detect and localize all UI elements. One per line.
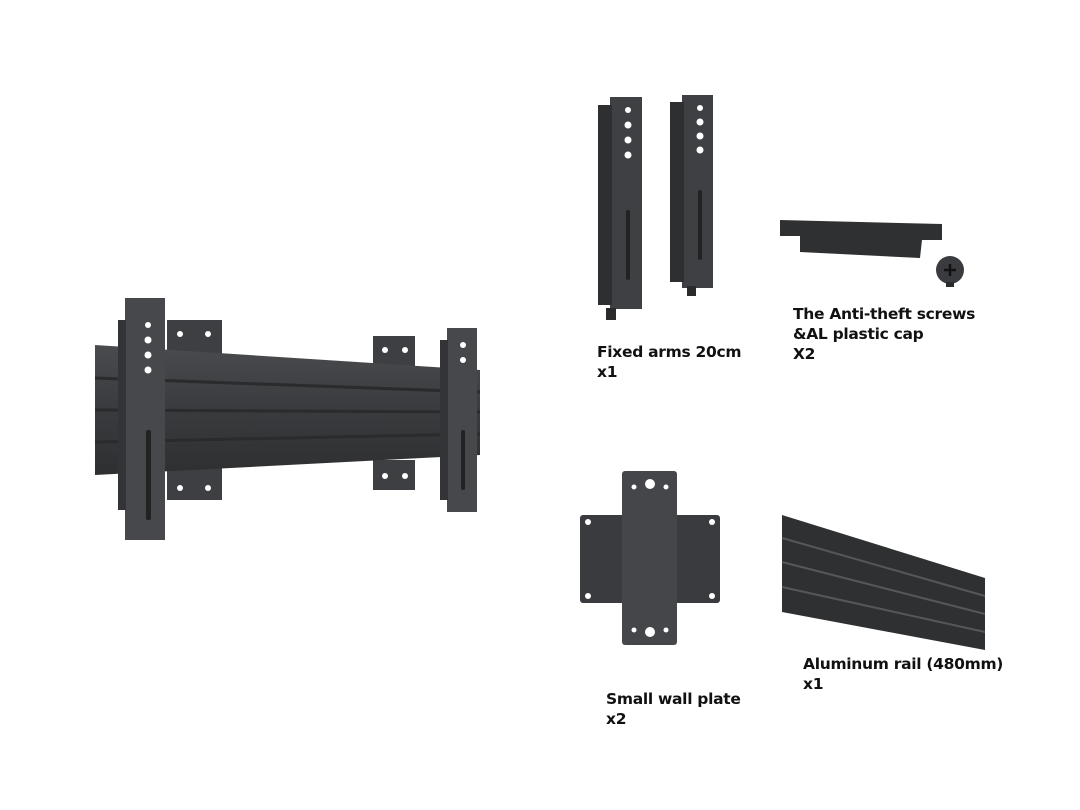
- label-small-wall-plate: Small wall plate x2: [606, 689, 741, 729]
- item-qty: X2: [793, 345, 816, 363]
- item-name-line2: &AL plastic cap: [793, 325, 924, 343]
- item-qty: x1: [597, 363, 618, 381]
- item-name: Aluminum rail (480mm): [803, 655, 1004, 673]
- fixed-arms-image: [598, 95, 713, 320]
- label-fixed-arms: Fixed arms 20cm x1: [597, 342, 742, 382]
- label-antitheft-screws: The Anti-theft screws &AL plastic cap X2: [793, 304, 975, 364]
- item-qty: x1: [803, 675, 824, 693]
- label-aluminum-rail: Aluminum rail (480mm) x1: [803, 654, 1003, 694]
- small-wall-plate-image: [580, 471, 720, 645]
- item-name-line1: The Anti-theft screws: [793, 305, 976, 323]
- item-name: Fixed arms 20cm: [597, 343, 742, 361]
- antitheft-cap-screw-image: [780, 220, 964, 287]
- item-name: Small wall plate: [606, 690, 741, 708]
- aluminum-rail-image: [781, 515, 986, 650]
- item-qty: x2: [606, 710, 627, 728]
- assembled-mount-image: [94, 298, 481, 540]
